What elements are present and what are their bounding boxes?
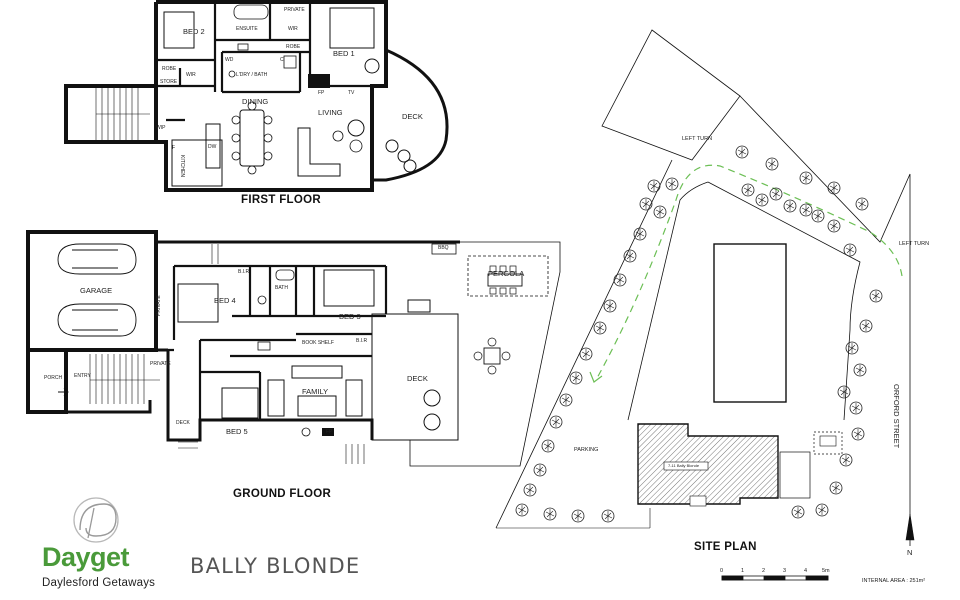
scale-tick-2: 2 (762, 568, 766, 574)
room-label-pergola: PERGOLA (488, 269, 525, 278)
tree-row-north (735, 145, 869, 257)
first-floor-title: FIRST FLOOR (241, 194, 321, 206)
room-label-c: C (280, 57, 284, 63)
scale-tick-4: 4 (804, 568, 808, 574)
room-label-bbq: BBQ (438, 245, 449, 251)
room-label-wip: WIP (156, 125, 166, 131)
room-label-wd: WD (225, 57, 234, 63)
brand-name: Dayget (42, 542, 130, 572)
label-parking: PARKING (574, 447, 599, 453)
tree-row-east (791, 289, 883, 519)
room-label-bed1: BED 1 (333, 49, 355, 58)
ground-floor-title: GROUND FLOOR (233, 488, 332, 500)
room-label-wir-small: WIR (186, 72, 196, 78)
label-orford-street: ORFORD STREET (892, 384, 901, 449)
room-label-robe-a: ROBE (162, 66, 177, 72)
room-label-private-garage: PRIVATE (156, 295, 162, 316)
room-label-bed4: BED 4 (214, 296, 236, 305)
scale-bar (721, 575, 829, 581)
scale-tick-0: 0 (720, 568, 724, 574)
north-label: N (907, 548, 913, 557)
first-floor-plan (64, 0, 449, 192)
room-label-dining: DINING (242, 97, 269, 106)
room-label-ldry-bath: L'DRY / BATH (236, 72, 268, 78)
room-label-bed3: BED 3 (339, 312, 361, 321)
room-label-tv: TV (348, 90, 355, 96)
brand-monogram (73, 497, 119, 543)
room-label-fp: FP (318, 90, 325, 96)
room-label-entry: ENTRY (74, 373, 91, 379)
room-label-bed2: BED 2 (183, 27, 205, 36)
room-label-fp-ground: FP (326, 429, 333, 435)
scale-tick-1: 1 (741, 568, 745, 574)
room-label-living: LIVING (318, 108, 343, 117)
scale-tick-3: 3 (783, 568, 787, 574)
room-label-porch: PORCH (44, 375, 63, 381)
label-left-turn-1: LEFT TURN (682, 136, 713, 142)
site-plan (495, 29, 915, 581)
label-house-footprint: 7-11 Bally Blonde (668, 463, 700, 468)
room-label-robe-b: ROBE (286, 44, 301, 50)
label-left-turn-2: LEFT TURN (899, 241, 930, 247)
room-label-book-shelf: BOOK SHELF (302, 340, 334, 346)
room-label-dw: DW (208, 144, 217, 150)
room-label-garage: GARAGE (80, 286, 113, 295)
room-label-wir: WIR (288, 26, 298, 32)
room-label-bir-b: B.I.R (356, 338, 368, 344)
internal-area: INTERNAL AREA : 251m² (862, 578, 926, 584)
room-label-private: PRIVATE (284, 7, 305, 13)
room-label-deck: DECK (402, 112, 423, 121)
room-label-bed5: BED 5 (226, 427, 248, 436)
scale-tick-5m: 5m (822, 568, 830, 574)
ground-floor-plan (26, 230, 561, 467)
room-label-bir-a: B.I.R (238, 269, 250, 275)
site-plan-title: SITE PLAN (694, 541, 757, 553)
room-label-deck-ground: DECK (407, 374, 428, 383)
room-label-f: F (172, 145, 176, 151)
property-name: BALLY BLONDE (190, 554, 361, 578)
room-label-store: STORE (160, 79, 178, 85)
room-label-family: FAMILY (302, 387, 329, 396)
room-label-bath: BATH (275, 285, 288, 291)
brand-tagline: Daylesford Getaways (42, 577, 156, 589)
room-label-kitchen: KITCHEN (179, 155, 185, 177)
room-label-deck-small: DECK (176, 420, 190, 426)
room-label-private-hall: PRIVATE (150, 361, 171, 367)
room-label-ensuite: ENSUITE (236, 26, 258, 32)
